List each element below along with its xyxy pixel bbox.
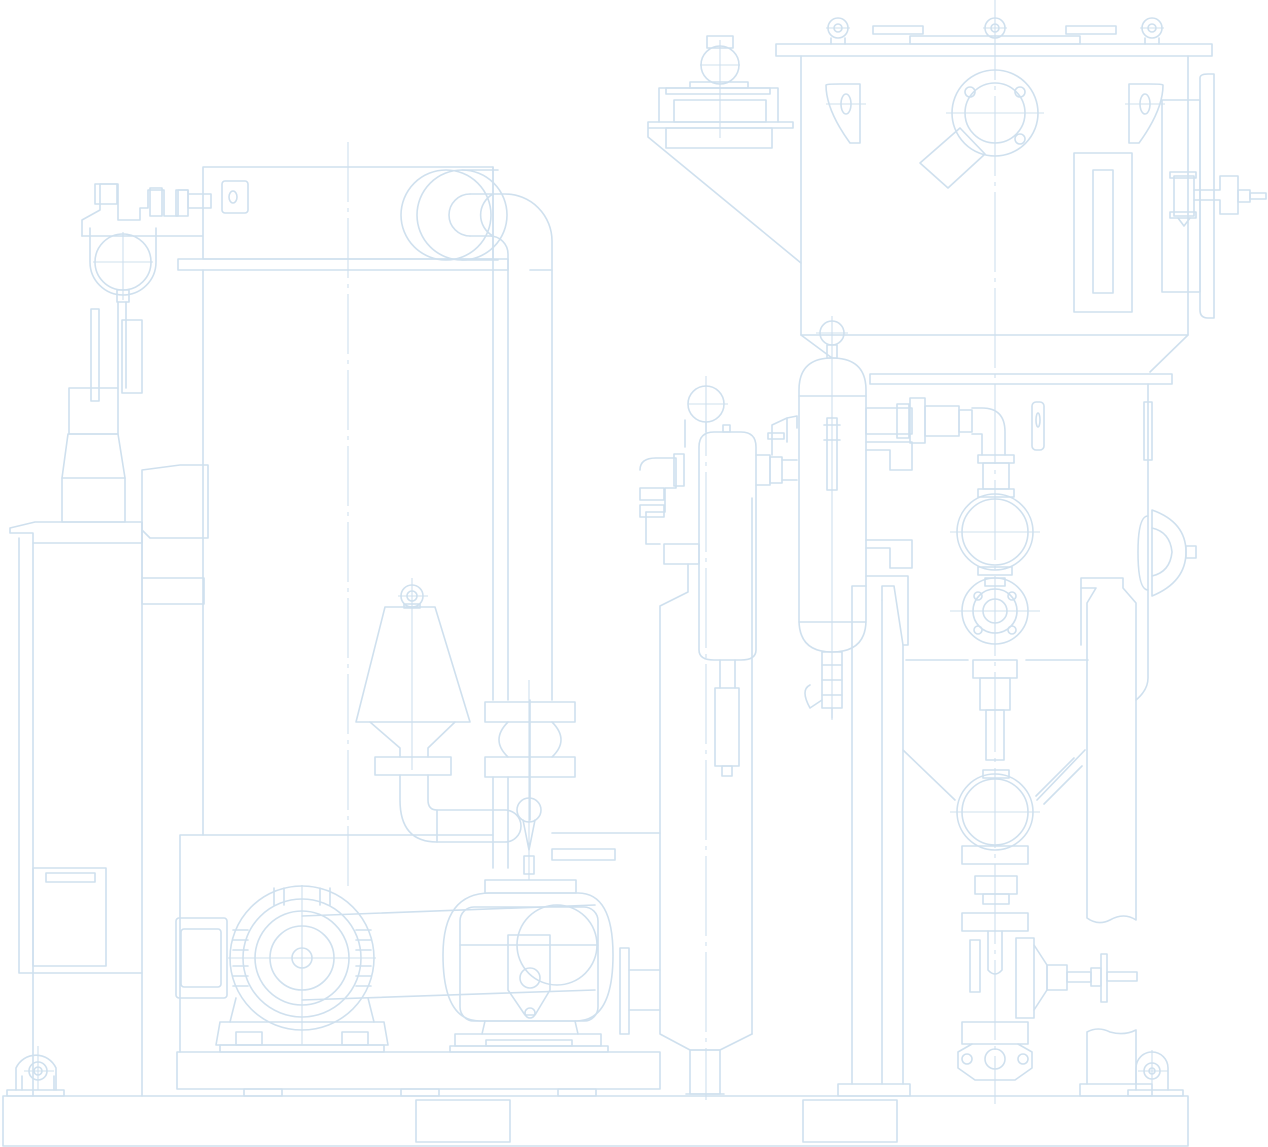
- valve-stack: [902, 454, 1138, 1081]
- hopper: [647, 17, 1267, 451]
- suction-pipe: [400, 169, 577, 894]
- silencer-cone: [355, 584, 542, 875]
- base-frame: [2, 1051, 1189, 1147]
- electric-motor: [175, 885, 389, 1053]
- pressure-vessel: [767, 320, 1006, 719]
- blower: [301, 892, 661, 1053]
- center-lines: [24, 0, 1168, 1104]
- level-gauge: [851, 383, 1197, 1085]
- left-cabinet: [9, 464, 209, 1097]
- control-box: [61, 183, 212, 523]
- vertical-filter: [639, 385, 798, 1095]
